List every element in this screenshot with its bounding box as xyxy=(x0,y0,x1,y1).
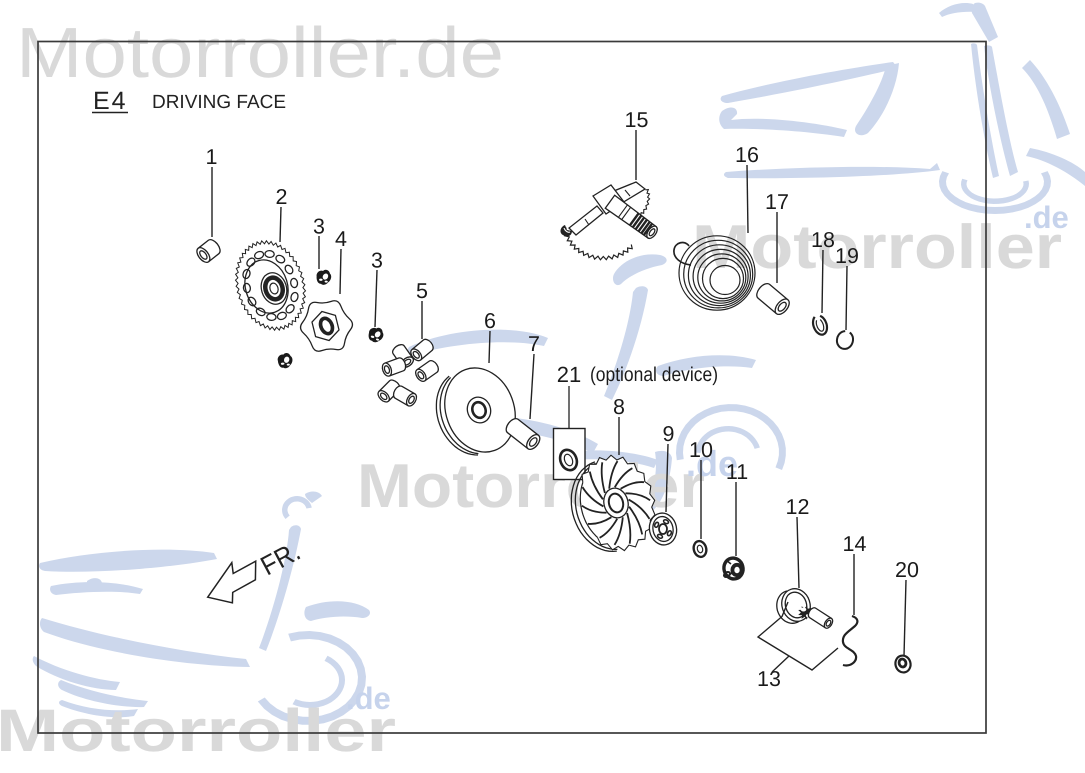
svg-text:DRIVING FACE: DRIVING FACE xyxy=(152,92,286,113)
svg-text:Motorroller.de: Motorroller.de xyxy=(16,14,504,93)
svg-text:21: 21 xyxy=(557,362,581,387)
svg-text:9: 9 xyxy=(663,422,675,446)
svg-text:20: 20 xyxy=(895,558,919,582)
svg-text:1: 1 xyxy=(206,145,218,169)
svg-text:12: 12 xyxy=(786,495,810,519)
svg-text:15: 15 xyxy=(625,108,649,132)
svg-text:.de: .de xyxy=(1024,200,1069,235)
svg-text:8: 8 xyxy=(613,395,625,419)
svg-text:16: 16 xyxy=(735,143,759,167)
svg-text:4: 4 xyxy=(335,227,347,251)
svg-text:.de: .de xyxy=(686,443,738,484)
svg-text:Motorroller: Motorroller xyxy=(692,213,1062,282)
svg-text:E4: E4 xyxy=(93,87,128,115)
svg-text:18: 18 xyxy=(811,228,835,252)
svg-text:6: 6 xyxy=(484,309,496,333)
svg-text:17: 17 xyxy=(765,190,789,214)
svg-text:5: 5 xyxy=(416,279,428,303)
svg-text:Motorroller: Motorroller xyxy=(0,697,396,764)
svg-text:3: 3 xyxy=(313,215,325,239)
svg-text:14: 14 xyxy=(843,532,867,556)
svg-text:(optional device): (optional device) xyxy=(590,364,718,386)
svg-text:19: 19 xyxy=(835,244,859,268)
svg-text:3: 3 xyxy=(371,249,383,273)
svg-text:10: 10 xyxy=(689,438,713,462)
svg-text:13: 13 xyxy=(757,667,781,691)
svg-text:2: 2 xyxy=(276,185,288,209)
svg-text:11: 11 xyxy=(726,460,748,484)
svg-text:.de: .de xyxy=(346,681,391,716)
svg-text:7: 7 xyxy=(528,332,540,356)
